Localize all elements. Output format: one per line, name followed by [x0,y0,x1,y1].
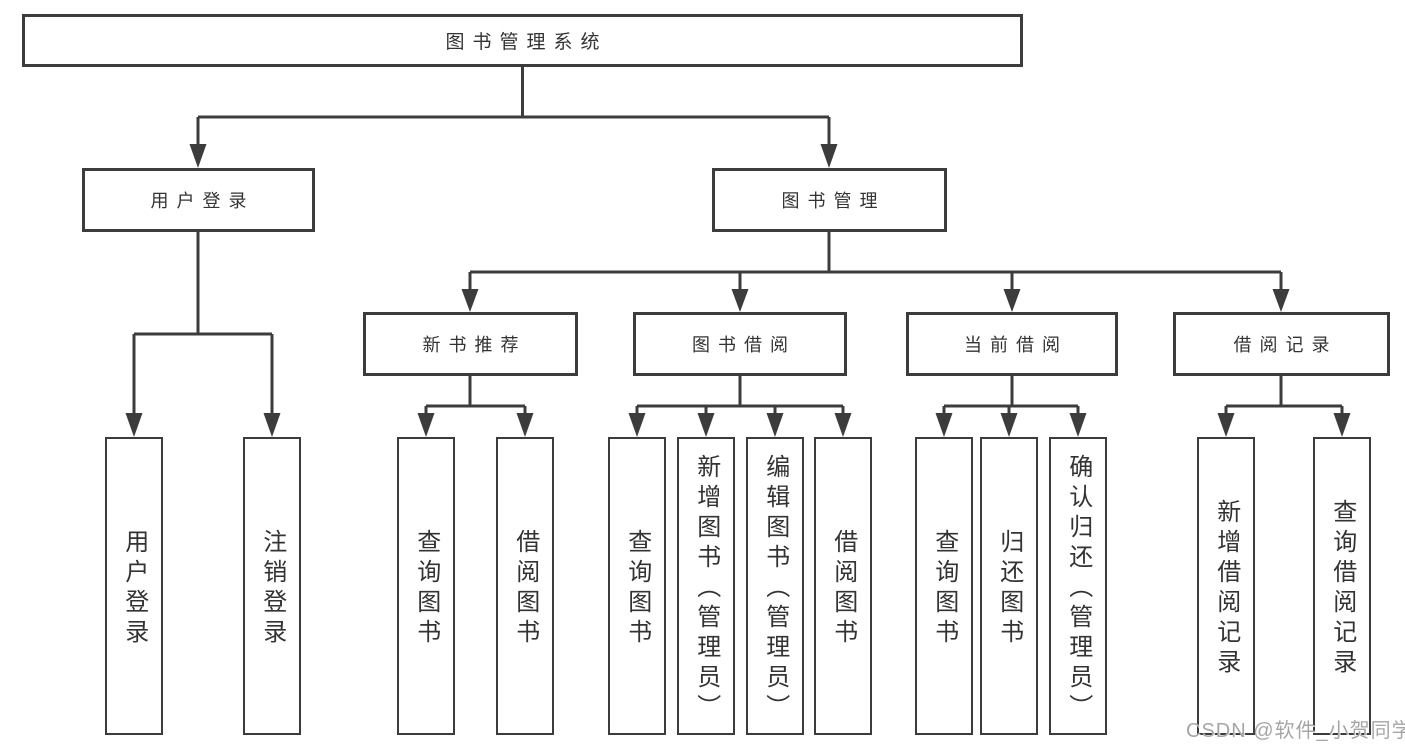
connector-paths [132,67,1344,416]
node-leaf-logout-label: 注销登录 [258,529,286,649]
node-borrowing-records: 借阅记录 [1173,312,1390,376]
node-leaf-query-books-recommend-label: 查询图书 [412,529,440,649]
node-leaf-return-book: 归还图书 [980,437,1038,735]
node-book-management: 图书管理 [712,168,947,232]
node-leaf-borrow-books-recommend-label: 借阅图书 [511,529,539,649]
node-leaf-return-book-label: 归还图书 [995,529,1023,649]
node-book-borrowing-label: 图书借阅 [692,335,796,355]
node-leaf-borrow-books-recommend: 借阅图书 [496,437,554,735]
node-user-login-label: 用户登录 [150,191,255,211]
node-leaf-query-books-borrowing: 查询图书 [608,437,666,735]
node-leaf-edit-book-admin-label: 编辑图书（管理员） [761,454,789,724]
node-leaf-query-books-current: 查询图书 [915,437,973,735]
node-leaf-logout: 注销登录 [243,437,301,735]
node-user-login: 用户登录 [82,168,315,232]
node-root-label: 图书管理系统 [445,32,608,53]
node-root: 图书管理系统 [22,14,1023,67]
node-book-borrowing: 图书借阅 [633,312,847,376]
node-leaf-add-borrow-record-label: 新增借阅记录 [1212,499,1240,679]
node-leaf-query-books-recommend: 查询图书 [397,437,455,735]
node-leaf-borrow-books-borrowing: 借阅图书 [814,437,872,735]
node-leaf-confirm-return-admin: 确认归还（管理员） [1049,437,1107,735]
arrowheads [125,144,1351,437]
node-leaf-query-borrow-record: 查询借阅记录 [1313,437,1371,735]
node-book-management-label: 图书管理 [781,191,886,211]
watermark: CSDN @软件_小贺同学 [1186,720,1405,742]
node-current-borrowing: 当前借阅 [906,312,1118,376]
node-leaf-add-book-admin: 新增图书（管理员） [677,437,735,735]
node-leaf-query-borrow-record-label: 查询借阅记录 [1328,499,1356,679]
node-leaf-add-book-admin-label: 新增图书（管理员） [692,454,720,724]
node-current-borrowing-label: 当前借阅 [964,335,1068,355]
node-leaf-query-books-current-label: 查询图书 [930,529,958,649]
node-new-book-recommendation-label: 新书推荐 [422,335,527,355]
node-leaf-borrow-books-borrowing-label: 借阅图书 [829,529,857,649]
node-leaf-user-login: 用户登录 [105,437,163,735]
node-leaf-confirm-return-admin-label: 确认归还（管理员） [1064,454,1092,724]
node-leaf-add-borrow-record: 新增借阅记录 [1197,437,1255,735]
node-leaf-edit-book-admin: 编辑图书（管理员） [746,437,804,735]
node-leaf-query-books-borrowing-label: 查询图书 [623,529,651,649]
node-new-book-recommendation: 新书推荐 [363,312,578,376]
node-leaf-user-login-label: 用户登录 [120,529,148,649]
node-borrowing-records-label: 借阅记录 [1233,335,1338,355]
